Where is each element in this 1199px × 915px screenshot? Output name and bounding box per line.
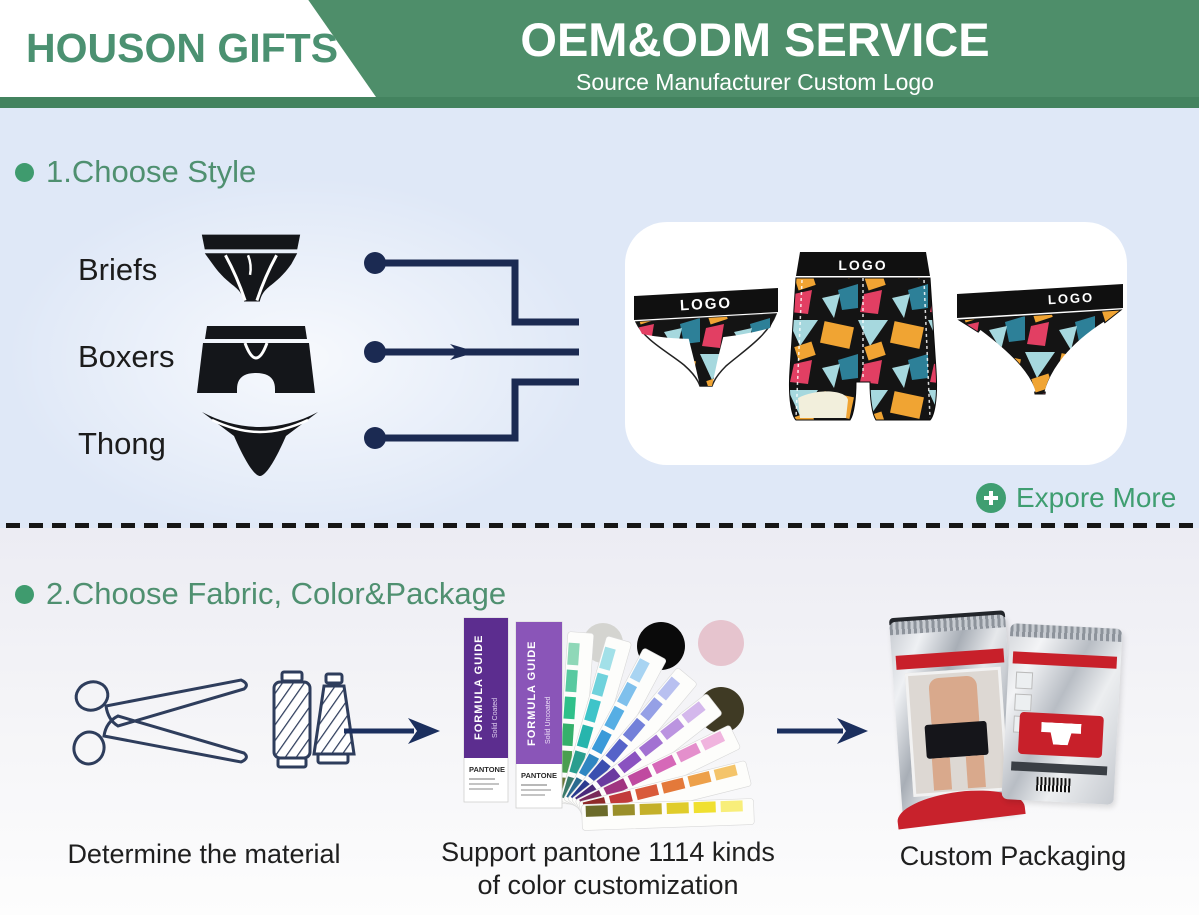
model-boxer-shorts bbox=[924, 720, 989, 759]
boxer-glyph-icon bbox=[1040, 722, 1081, 746]
bag-window bbox=[904, 666, 1010, 798]
package-bag-photo bbox=[888, 610, 1026, 830]
scissors-thread-icon bbox=[72, 670, 356, 769]
section-choose-style: 1.Choose Style Briefs Boxers Thong bbox=[0, 108, 1199, 528]
style-label-briefs: Briefs bbox=[78, 252, 158, 287]
brand-panel bbox=[0, 0, 376, 97]
thong-icon bbox=[202, 412, 318, 476]
guide1-brand: PANTONE bbox=[469, 765, 505, 774]
bag-crimp-seal bbox=[1010, 623, 1123, 643]
guide2-brand: PANTONE bbox=[521, 771, 557, 780]
arrowhead-icon bbox=[450, 344, 477, 360]
color-dot-pink bbox=[698, 620, 744, 666]
packaging-illustration bbox=[888, 610, 1138, 830]
briefs-icon bbox=[201, 234, 301, 302]
explore-more-label: Expore More bbox=[1016, 482, 1177, 513]
section1-heading-label: 1.Choose Style bbox=[46, 154, 257, 189]
caption-material: Determine the material bbox=[67, 839, 341, 869]
guide1-subtitle: Solid Coated bbox=[492, 698, 499, 738]
product-briefs: LOGO bbox=[634, 288, 778, 387]
bag-product-panel bbox=[1017, 711, 1104, 759]
section-choose-fabric: 2.Choose Fabric, Color&Package bbox=[0, 528, 1199, 915]
bullet-icon bbox=[15, 162, 34, 182]
product-showcase-card: LOGO LOGO LO bbox=[625, 222, 1127, 465]
flow-arrow-icon bbox=[344, 718, 440, 744]
flow-arrow-icon bbox=[777, 718, 868, 744]
section2-heading-label: 2.Choose Fabric, Color&Package bbox=[46, 576, 507, 611]
briefs-band-label: LOGO bbox=[680, 295, 733, 315]
dashed-divider bbox=[6, 523, 1193, 528]
explore-more-link[interactable]: Expore More bbox=[976, 482, 1176, 514]
style-label-thong: Thong bbox=[78, 426, 166, 461]
pantone-fan-blades bbox=[555, 631, 755, 831]
boxers-band-label: LOGO bbox=[838, 257, 887, 273]
thong-band-label: LOGO bbox=[1048, 290, 1095, 307]
plus-icon bbox=[976, 483, 1006, 513]
caption-packaging: Custom Packaging bbox=[899, 841, 1127, 871]
model-leg bbox=[965, 755, 986, 789]
page-title: OEM&ODM SERVICE bbox=[520, 13, 990, 66]
barcode-icon bbox=[1035, 776, 1071, 793]
pantone-guide-2: FORMULA GUIDE Solid Uncoated PANTONE bbox=[515, 621, 563, 809]
header-banner: HOUSON GIFTS OEM&ODM SERVICE Source Manu… bbox=[0, 0, 1199, 108]
page-subtitle: Source Manufacturer Custom Logo bbox=[576, 69, 934, 95]
product-boxers: LOGO bbox=[789, 252, 937, 421]
pantone-guides-illustration: FORMULA GUIDE Solid Coated PANTONE FORMU… bbox=[463, 617, 755, 831]
product-thong: LOGO bbox=[957, 284, 1123, 395]
caption-pantone-line2: of color customization bbox=[477, 870, 739, 900]
package-bag-foil bbox=[1001, 623, 1123, 805]
product-mockups: LOGO LOGO LO bbox=[634, 252, 1123, 421]
bullet-icon bbox=[15, 584, 34, 604]
style-connector-lines bbox=[364, 252, 579, 449]
caption-pantone: Support pantone 1114 kinds of color cust… bbox=[428, 836, 788, 902]
guide2-subtitle: Solid Uncoated bbox=[545, 696, 552, 744]
section2-heading: 2.Choose Fabric, Color&Package bbox=[15, 576, 506, 612]
model-leg bbox=[931, 757, 953, 791]
style-label-boxers: Boxers bbox=[78, 339, 175, 374]
bag-red-banner bbox=[1012, 651, 1118, 669]
brand-name: HOUSON GIFTS bbox=[26, 25, 339, 71]
header-bottom-strip bbox=[0, 97, 1199, 108]
model-torso bbox=[928, 675, 980, 727]
guide2-title: FORMULA GUIDE bbox=[526, 641, 538, 746]
guide1-title: FORMULA GUIDE bbox=[473, 635, 485, 740]
header-title-block: OEM&ODM SERVICE Source Manufacturer Cust… bbox=[520, 0, 990, 96]
boxers-icon bbox=[197, 326, 315, 393]
pantone-guide-1: FORMULA GUIDE Solid Coated PANTONE bbox=[463, 617, 509, 803]
section1-heading: 1.Choose Style bbox=[15, 154, 256, 190]
bag-info-strip bbox=[1010, 761, 1108, 776]
caption-pantone-line1: Support pantone 1114 kinds bbox=[441, 837, 775, 867]
